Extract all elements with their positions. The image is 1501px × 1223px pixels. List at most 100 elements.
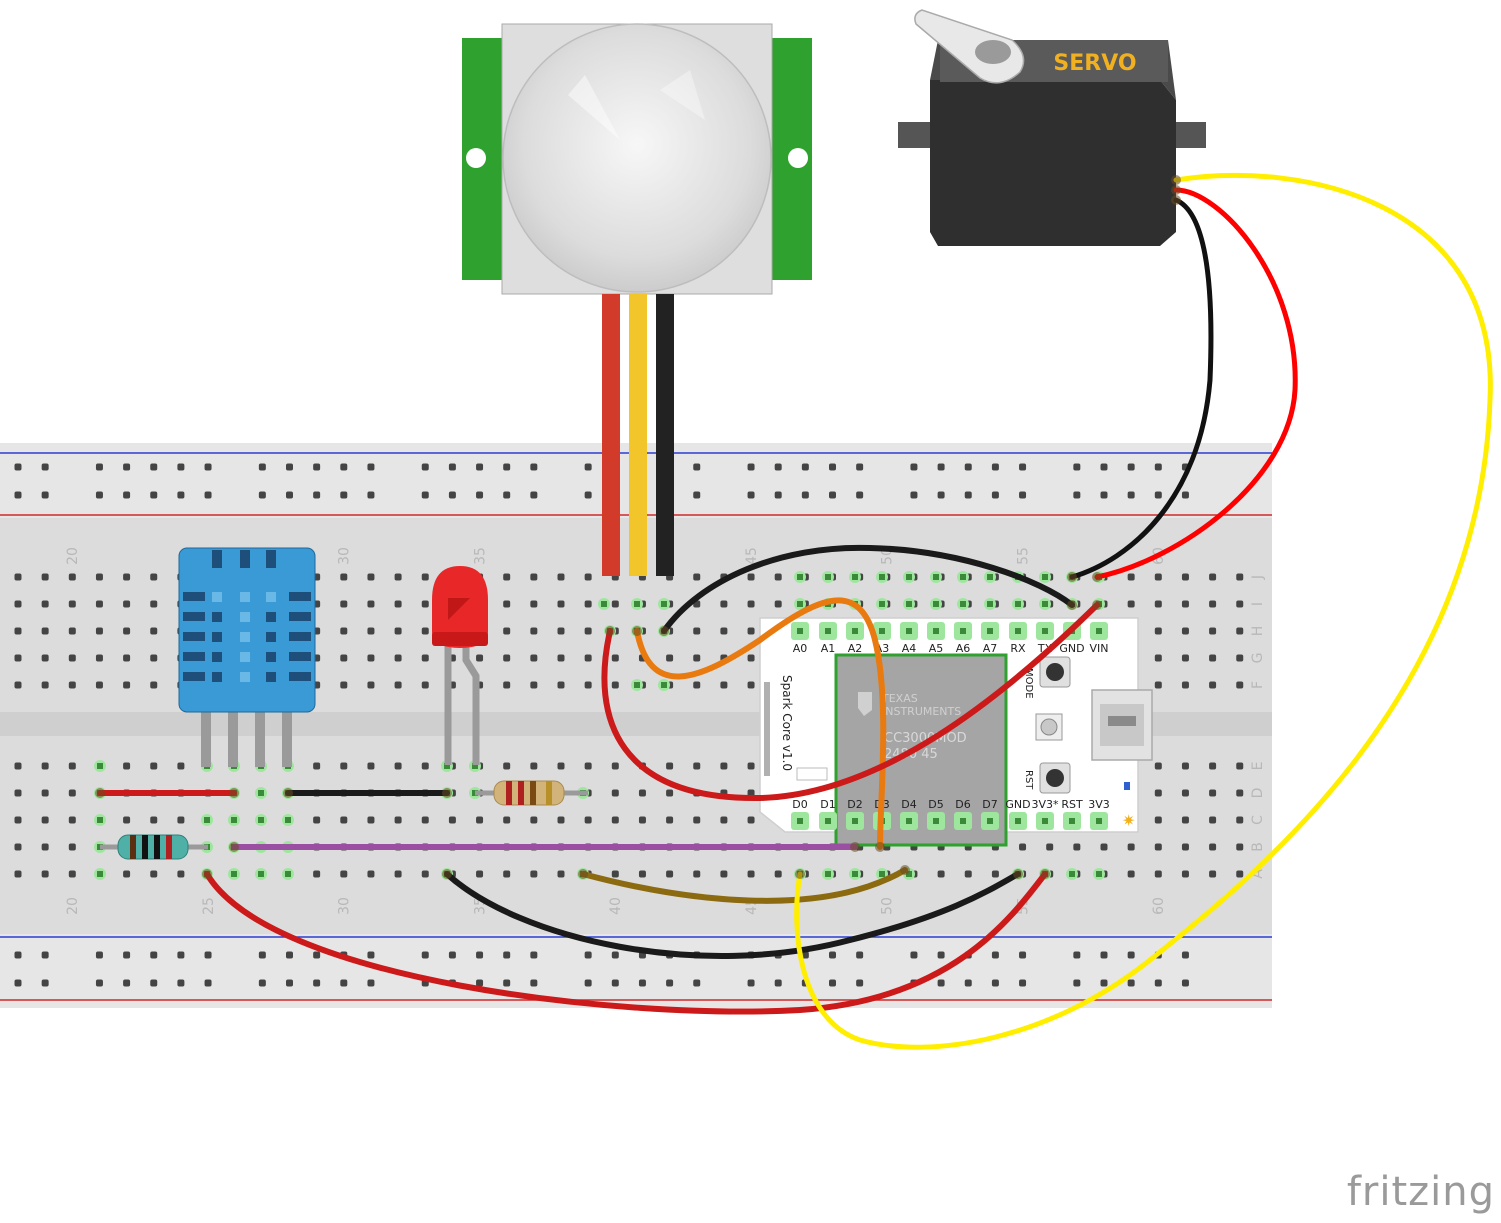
rail-hole [1127, 951, 1135, 959]
row-letter: H [1250, 626, 1266, 637]
breadboard-hole [693, 654, 701, 662]
breadboard-hole [611, 654, 619, 662]
wire-end [659, 626, 669, 636]
breadboard-hole [123, 600, 131, 608]
breadboard-hole [1154, 789, 1162, 797]
header-pin-center [1069, 818, 1075, 824]
rail-hole [611, 979, 619, 987]
vent-slot [212, 672, 222, 682]
breadboard-hole [666, 870, 674, 878]
rail-hole [177, 463, 185, 471]
wire-end [605, 626, 615, 636]
breadboard-hole [14, 870, 22, 878]
breadboard-hole [394, 762, 402, 770]
breadboard-hole [1209, 789, 1217, 797]
led-rim [432, 632, 488, 646]
rail-hole [584, 979, 592, 987]
mode-button-cap[interactable] [1046, 663, 1064, 681]
fresnel-lens [502, 23, 772, 293]
breadboard-hole [584, 762, 592, 770]
breadboard-hole [693, 573, 701, 581]
breadboard-hole [1154, 762, 1162, 770]
rail-hole [503, 463, 511, 471]
connected-hole-center [852, 574, 858, 580]
breadboard-hole [557, 870, 565, 878]
breadboard-hole [584, 816, 592, 824]
breadboard-hole [1019, 843, 1027, 851]
connected-hole-center [204, 817, 210, 823]
connected-hole-center [258, 817, 264, 823]
reset-button-cap[interactable] [1046, 769, 1064, 787]
row-letter: E [1250, 762, 1266, 771]
wire-black [661, 544, 1075, 634]
breadboard-hole [530, 627, 538, 635]
rail-hole [991, 491, 999, 499]
rail-hole [611, 951, 619, 959]
breadboard-hole [774, 600, 782, 608]
wire-end [1171, 175, 1181, 185]
breadboard-hole [557, 573, 565, 581]
connected-hole-center [1042, 601, 1048, 607]
breadboard-hole [1181, 789, 1189, 797]
breadboard-hole [177, 870, 185, 878]
rail-hole [340, 491, 348, 499]
rail-hole [991, 979, 999, 987]
breadboard-hole [394, 870, 402, 878]
vent-slot [212, 652, 222, 662]
rail-hole [991, 951, 999, 959]
header-pin-center [1042, 818, 1048, 824]
rail-hole [1154, 979, 1162, 987]
wire-end [1092, 572, 1102, 582]
breadboard-hole [340, 573, 348, 581]
rail-hole [367, 491, 375, 499]
breadboard-hole [693, 627, 701, 635]
breadboard-hole [340, 762, 348, 770]
breadboard-hole [421, 627, 429, 635]
breadboard-hole [1236, 573, 1244, 581]
breadboard-hole [1209, 870, 1217, 878]
breadboard-hole [95, 627, 103, 635]
connected-hole-center [1015, 601, 1021, 607]
connected-hole-center [97, 871, 103, 877]
header-pin-center [852, 628, 858, 634]
header-pin-center [1015, 818, 1021, 824]
servo-shaft [975, 40, 1011, 64]
rail-hole [123, 491, 131, 499]
rail-hole [801, 951, 809, 959]
vent-slot [240, 672, 250, 682]
row-letter: F [1250, 681, 1266, 689]
breadboard-hole [394, 816, 402, 824]
breadboard-hole [41, 573, 49, 581]
connected-hole-center [960, 601, 966, 607]
breadboard-hole [611, 762, 619, 770]
wire-end [578, 869, 588, 879]
rail-hole [964, 463, 972, 471]
wire-red [204, 871, 1048, 1015]
row-letter: D [1250, 788, 1266, 799]
servo-wire-yellow [794, 172, 1493, 1050]
usb-tongue [1108, 716, 1136, 726]
breadboard-hole [747, 654, 755, 662]
pir-wire-red [602, 294, 620, 576]
rail-hole [1019, 979, 1027, 987]
connected-hole-center [97, 817, 103, 823]
vent-slot [212, 550, 222, 568]
vent-slot [183, 592, 205, 601]
connected-hole-center [444, 763, 450, 769]
connected-hole-center [906, 574, 912, 580]
breadboard-hole [693, 762, 701, 770]
breadboard-hole [1181, 681, 1189, 689]
vent-slot [212, 632, 222, 642]
connected-hole-center [231, 871, 237, 877]
breadboard-hole [666, 816, 674, 824]
breadboard-hole [1154, 600, 1162, 608]
chip-maker-line2: INSTRUMENTS [882, 705, 961, 718]
breadboard-hole [964, 870, 972, 878]
breadboard-hole [584, 681, 592, 689]
vent-slot [266, 652, 276, 662]
sensor-pin [282, 705, 292, 767]
rail-hole [530, 951, 538, 959]
connected-hole-center [797, 601, 803, 607]
rail-hole [829, 979, 836, 987]
